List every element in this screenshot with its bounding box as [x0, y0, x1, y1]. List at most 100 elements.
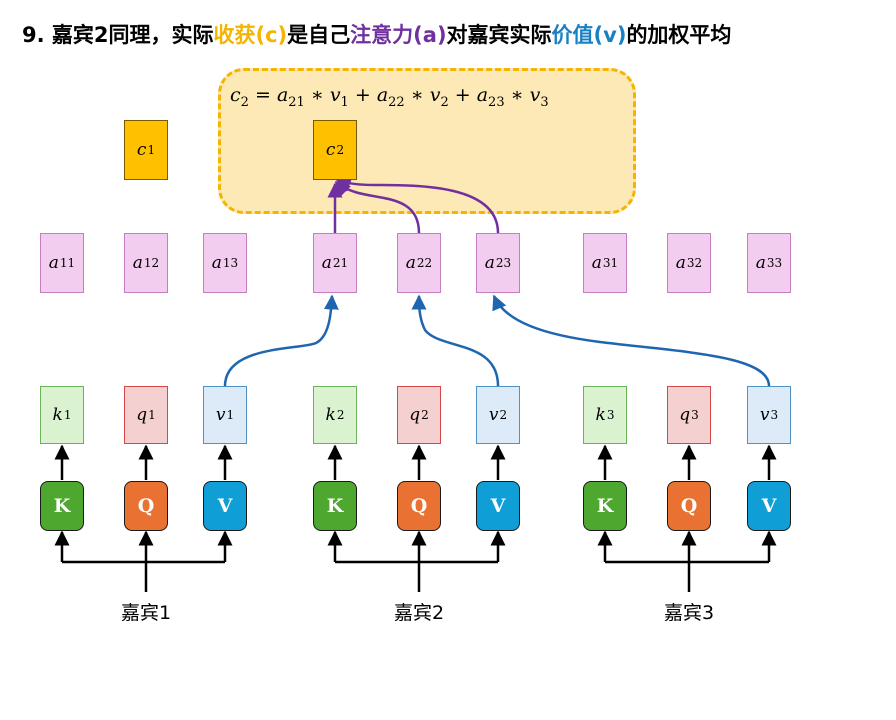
attention-sub: 13	[222, 256, 239, 270]
formula-a1: a	[276, 84, 289, 106]
attention-sub: 21	[332, 256, 349, 270]
formula-plus-1: +	[348, 84, 377, 106]
formula-v2-sub: 2	[440, 94, 449, 110]
guest-1-label: 嘉宾1	[120, 602, 172, 624]
query-sub: 3	[691, 408, 699, 422]
formula-plus-2: +	[448, 84, 477, 106]
k-projection-2: K	[313, 481, 357, 531]
q-projection-1: Q	[124, 481, 168, 531]
attention-main: a	[132, 253, 143, 273]
value-main: v	[488, 405, 499, 425]
attention-main: a	[484, 253, 495, 273]
formula-a2: a	[376, 84, 389, 106]
formula-v3: v	[529, 84, 541, 106]
formula: c2 = a21 ∗ v1 + a22 ∗ v2 + a23 ∗ v3	[230, 84, 630, 110]
formula-v1-sub: 1	[340, 94, 349, 110]
title-gain: 收获(c)	[213, 23, 288, 47]
attention-sub: 12	[143, 256, 160, 270]
attention-sub: 23	[495, 256, 512, 270]
query-sub: 1	[148, 408, 156, 422]
output-c1-main: c	[136, 140, 147, 160]
k-projection-1: K	[40, 481, 84, 531]
value-main: v	[759, 405, 770, 425]
formula-c: c	[230, 84, 241, 106]
v-projection-1: V	[203, 481, 247, 531]
formula-times-2: ∗	[404, 84, 430, 106]
title-suffix: 的加权平均	[626, 23, 732, 47]
page-title: 9. 嘉宾2同理，实际收获(c)是自己注意力(a)对嘉宾实际价值(v)的加权平均	[22, 18, 731, 52]
title-value: 价值(v)	[551, 23, 627, 47]
query-main: q	[136, 405, 148, 425]
query-sub: 2	[421, 408, 429, 422]
output-c2-main: c	[325, 140, 336, 160]
guest-3-wiring	[597, 444, 777, 592]
title-middle2: 对嘉宾实际	[446, 23, 552, 47]
guest-2-wiring	[327, 444, 506, 592]
title-middle1: 是自己	[287, 23, 351, 47]
key-sub: 1	[63, 408, 72, 422]
output-c1-sub: 1	[147, 143, 156, 157]
guest-3-label: 嘉宾3	[663, 602, 715, 624]
attention-sub: 32	[686, 256, 703, 270]
formula-times-3: ∗	[504, 84, 530, 106]
attention-main: a	[755, 253, 766, 273]
value-sub: 1	[226, 408, 235, 422]
query-main: q	[409, 405, 421, 425]
v-projection-3: V	[747, 481, 791, 531]
attention-sub: 33	[766, 256, 783, 270]
title-prefix: 9. 嘉宾2同理，实际	[22, 23, 214, 47]
value-sub: 2	[499, 408, 508, 422]
attention-main: a	[321, 253, 332, 273]
q-projection-2: Q	[397, 481, 441, 531]
attention-sub: 31	[602, 256, 619, 270]
attention-main: a	[211, 253, 222, 273]
attention-main: a	[405, 253, 416, 273]
formula-eq: =	[248, 84, 277, 106]
output-c2-sub: 2	[336, 143, 345, 157]
guest-1-wiring	[54, 444, 233, 592]
attention-sub: 22	[416, 256, 433, 270]
formula-times-1: ∗	[304, 84, 330, 106]
guest-2-label: 嘉宾2	[393, 602, 445, 624]
formula-v3-sub: 3	[540, 94, 549, 110]
k-projection-3: K	[583, 481, 627, 531]
formula-panel	[218, 68, 636, 214]
attention-main: a	[591, 253, 602, 273]
attention-main: a	[48, 253, 59, 273]
formula-a3-sub: 23	[488, 94, 505, 110]
value-main: v	[215, 405, 226, 425]
formula-v2: v	[429, 84, 441, 106]
formula-a1-sub: 21	[288, 94, 305, 110]
attention-to-output-curves	[327, 177, 500, 234]
key-main: k	[595, 405, 606, 425]
key-sub: 2	[336, 408, 345, 422]
attention-main: a	[675, 253, 686, 273]
formula-a2-sub: 22	[388, 94, 405, 110]
formula-a3: a	[476, 84, 489, 106]
query-main: q	[679, 405, 691, 425]
q-projection-3: Q	[667, 481, 711, 531]
value-sub: 3	[770, 408, 779, 422]
key-main: k	[325, 405, 336, 425]
key-main: k	[52, 405, 63, 425]
key-sub: 3	[606, 408, 615, 422]
